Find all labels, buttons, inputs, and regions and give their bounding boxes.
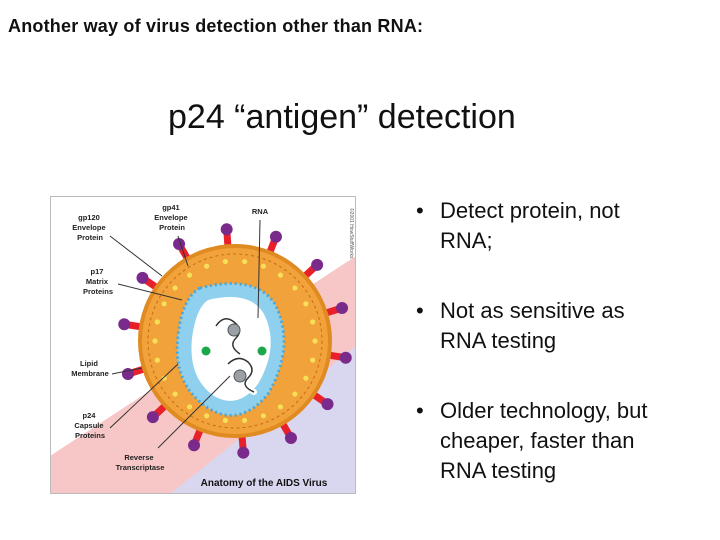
bullet-marker: • bbox=[416, 198, 424, 223]
page-heading: Another way of virus detection other tha… bbox=[8, 16, 424, 36]
reverse-transcriptase-2 bbox=[233, 369, 247, 383]
p17-dot bbox=[222, 258, 228, 265]
gp120-knob bbox=[336, 302, 349, 315]
bullet-line: Not as sensitive as bbox=[440, 298, 625, 323]
gp120-knob bbox=[311, 258, 324, 271]
gp120-knob bbox=[118, 318, 131, 331]
p17-dot bbox=[242, 417, 248, 424]
p17-dot bbox=[154, 319, 160, 325]
figure-caption: Anatomy of the AIDS Virus bbox=[201, 478, 328, 489]
bullet-marker: • bbox=[416, 398, 424, 423]
label-lipid-membrane: Lipid Membrane bbox=[71, 359, 109, 378]
bullet-list: • Detect protein, not RNA; • Not as sens… bbox=[414, 196, 714, 486]
bullet-item-1: • Detect protein, not RNA; bbox=[414, 196, 714, 256]
bullet-marker: • bbox=[416, 298, 424, 323]
p17-dot bbox=[292, 391, 298, 397]
bullet-line: Detect protein, not bbox=[440, 198, 620, 223]
p17-dot bbox=[222, 417, 228, 424]
p17-dot bbox=[260, 263, 266, 269]
slide-title: p24 “antigen” detection bbox=[168, 98, 516, 136]
gp120-knob bbox=[188, 439, 201, 452]
p17-dot bbox=[161, 301, 167, 307]
gp120-knob bbox=[321, 398, 334, 411]
label-p24: p24 Capsule Proteins bbox=[74, 411, 105, 440]
aids-virus-diagram: gp120 Envelope Protein gp41 Envelope Pro… bbox=[50, 196, 356, 494]
p17-dot bbox=[204, 263, 210, 269]
capsid-beads bbox=[175, 282, 286, 417]
lipid-membrane bbox=[138, 244, 332, 438]
copyright-text: ©2001 HowStuffWorks bbox=[348, 208, 355, 259]
figure-border bbox=[50, 196, 356, 494]
p17-matrix-dots bbox=[152, 258, 318, 424]
gp120-knob bbox=[339, 351, 352, 364]
gp120-knob bbox=[146, 411, 159, 424]
p17-dot bbox=[186, 404, 193, 410]
p17-dot bbox=[292, 285, 298, 291]
p17-dot bbox=[303, 375, 309, 381]
p17-dot bbox=[154, 357, 160, 363]
gp120-knob bbox=[284, 432, 297, 445]
p17-dot bbox=[310, 319, 316, 325]
gp120-knob bbox=[220, 223, 233, 236]
leader-lines bbox=[109, 219, 261, 449]
bullet-item-3: • Older technology, but cheaper, faster … bbox=[414, 396, 714, 486]
label-p17: p17 Matrix Proteins bbox=[83, 267, 113, 296]
p17-dot bbox=[186, 272, 193, 278]
p17-dot bbox=[303, 301, 309, 307]
reverse-transcriptase-1 bbox=[227, 323, 241, 337]
bullet-item-2: • Not as sensitive as RNA testing bbox=[414, 296, 714, 356]
rna-strand-2 bbox=[227, 357, 255, 393]
bullet-line: Older technology, but bbox=[440, 398, 648, 423]
p17-dot bbox=[152, 338, 158, 344]
gp120-knob bbox=[237, 446, 250, 459]
matrix-ring bbox=[147, 253, 323, 429]
gp120-knob bbox=[136, 271, 149, 284]
p17-dot bbox=[310, 357, 316, 363]
gp120-knob bbox=[269, 230, 282, 243]
p17-dot bbox=[161, 375, 167, 381]
p17-dot bbox=[277, 404, 284, 410]
p17-dot bbox=[172, 391, 178, 397]
label-rna: RNA bbox=[252, 207, 269, 216]
bullet-line: RNA; bbox=[440, 228, 493, 253]
label-reverse-transcriptase: Reverse Transcriptase bbox=[116, 453, 165, 472]
p17-dot bbox=[277, 272, 284, 278]
p17-dot bbox=[242, 258, 248, 265]
p17-dot bbox=[204, 413, 210, 419]
bullet-line: RNA testing bbox=[440, 328, 557, 353]
label-gp120: gp120 Envelope Protein bbox=[72, 213, 107, 242]
bullet-line: RNA testing bbox=[440, 458, 557, 483]
bullet-line: cheaper, faster than bbox=[440, 428, 635, 453]
p17-dot bbox=[312, 338, 318, 344]
integrase-dot-2 bbox=[257, 346, 267, 356]
label-gp41: gp41 Envelope Protein bbox=[154, 203, 189, 232]
p17-dot bbox=[172, 285, 178, 291]
p17-dot bbox=[260, 413, 266, 419]
integrase-dot-1 bbox=[201, 346, 211, 356]
